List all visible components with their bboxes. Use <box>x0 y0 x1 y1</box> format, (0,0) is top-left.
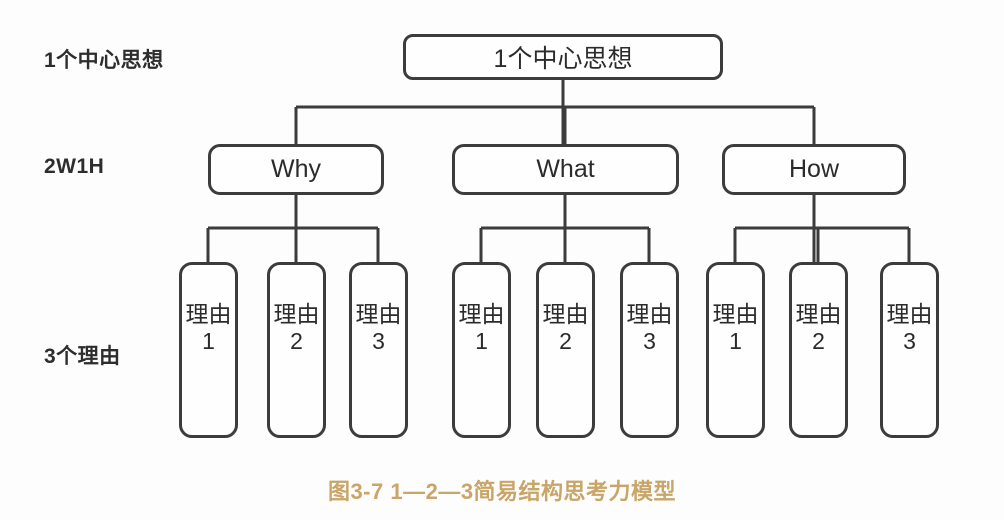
leaf-word: 理由 <box>458 301 505 327</box>
leaf-word: 理由 <box>542 301 589 327</box>
leaf-number: 1 <box>729 328 742 355</box>
leaf-word: 理由 <box>886 301 933 327</box>
node-how[interactable]: How <box>722 144 906 195</box>
leaf-word: 理由 <box>712 301 759 327</box>
node-why[interactable]: Why <box>208 144 384 195</box>
node-what[interactable]: What <box>452 144 679 195</box>
leaf-word: 理由 <box>626 301 673 327</box>
node-how-reason-1[interactable]: 理由 1 <box>706 262 765 438</box>
node-how-reason-2[interactable]: 理由 2 <box>789 262 848 438</box>
leaf-number: 3 <box>903 328 916 355</box>
leaf-number: 2 <box>559 328 572 355</box>
node-what-reason-3[interactable]: 理由 3 <box>620 262 679 438</box>
leaf-number: 1 <box>475 328 488 355</box>
leaf-number: 2 <box>290 328 303 355</box>
node-what-reason-1[interactable]: 理由 1 <box>452 262 511 438</box>
node-why-reason-2[interactable]: 理由 2 <box>267 262 326 438</box>
node-root[interactable]: 1个中心思想 <box>403 34 723 80</box>
leaf-number: 2 <box>812 328 825 355</box>
row-label-central-idea: 1个中心思想 <box>44 49 164 72</box>
leaf-word: 理由 <box>185 301 232 327</box>
figure-caption: 图3-7 1—2—3简易结构思考力模型 <box>327 479 677 504</box>
row-label-2w1h: 2W1H <box>44 155 105 178</box>
row-label-three-reasons: 3个理由 <box>44 345 121 368</box>
leaf-word: 理由 <box>273 301 320 327</box>
node-how-reason-3[interactable]: 理由 3 <box>880 262 939 438</box>
leaf-word: 理由 <box>795 301 842 327</box>
leaf-number: 3 <box>372 328 385 355</box>
leaf-word: 理由 <box>355 301 402 327</box>
leaf-number: 1 <box>202 328 215 355</box>
leaf-number: 3 <box>643 328 656 355</box>
node-why-reason-3[interactable]: 理由 3 <box>349 262 408 438</box>
node-what-reason-2[interactable]: 理由 2 <box>536 262 595 438</box>
node-why-reason-1[interactable]: 理由 1 <box>179 262 238 438</box>
